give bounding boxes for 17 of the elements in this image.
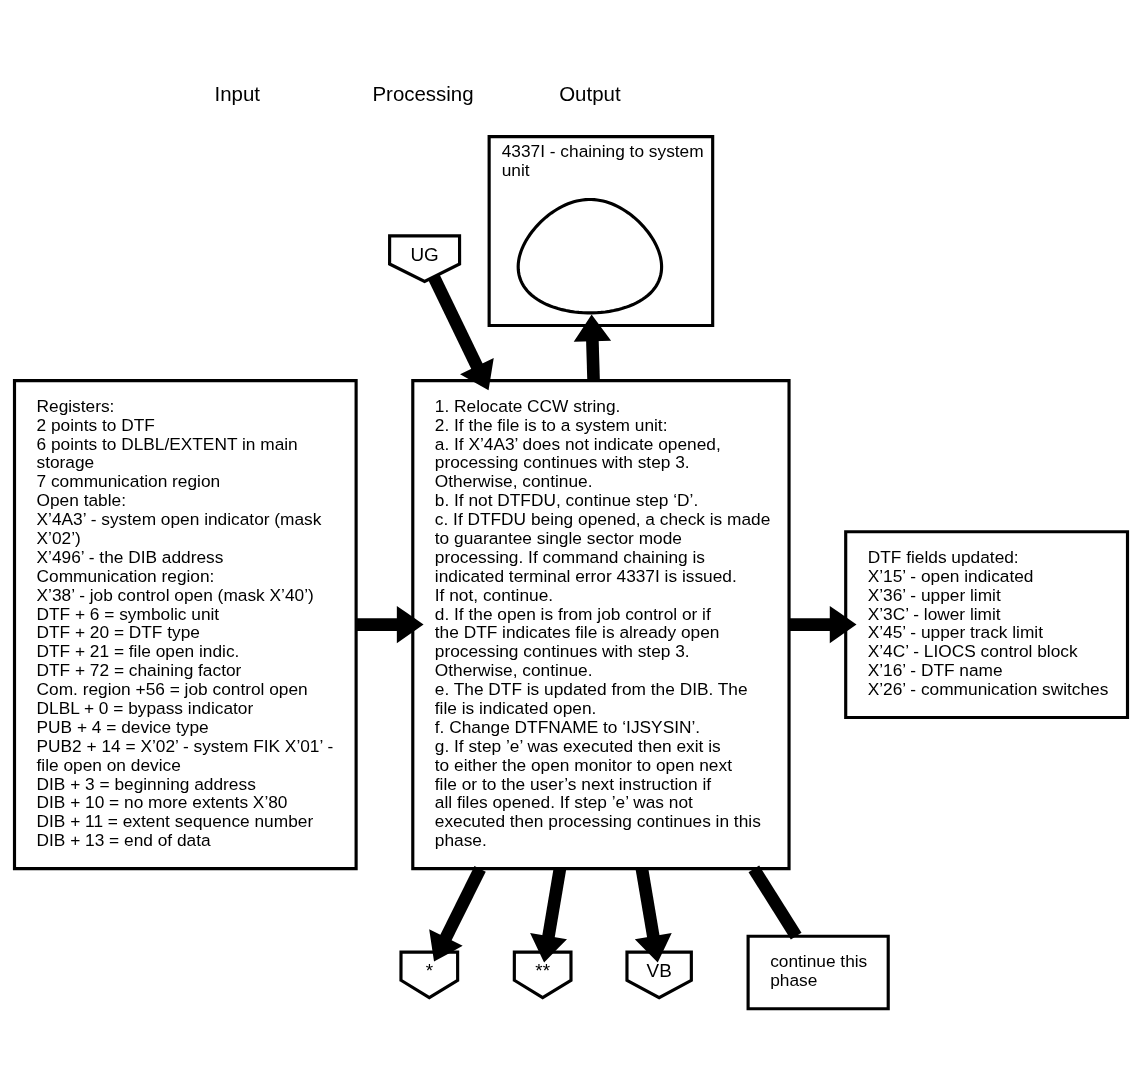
- node-box: DTF fields updated: X’15’ - open indicated X’36’ - upper limit X’3C’ - lower limit X’45’ - upper track limit X’4C’ - LIOCS control block X’16’ - DTF name X’26’ - communication switches: [844, 529, 1130, 719]
- label: Output: [559, 81, 621, 105]
- arrow: [634, 867, 672, 962]
- cluster: 4337I - chaining to system unit: [487, 134, 715, 327]
- arrow: [573, 314, 612, 381]
- arrow: [789, 605, 857, 643]
- node-box: Registers: 2 points to DTF 6 points to DLBL/EXTENT in main storage 7 communication region Open table: X’4A3’ - system open indicator (mask X’02’) X’496’ - the DIB address Communication region: X’38’ - job control open (mask X’40’) DTF + 6 = symbolic unit DTF + 20 = DTF type DTF + 21 = file open indic. DTF + 72 = chaining factor Com. region +56 = job control open DLBL + 0 = bypass indicator PUB + 4 = device type PUB2 + 14 = X’02’ - system FIK X’01’ - file open on device DIB + 3 = beginning address DIB + 10 = no more extents X’80 DIB + 11 = extent sequence number DIB + 13 = end of data: [12, 378, 358, 870]
- arrow: [356, 605, 424, 643]
- label: Input: [214, 81, 261, 105]
- connector: [748, 865, 802, 939]
- label: Processing: [372, 81, 474, 105]
- node-display: [516, 197, 664, 314]
- arrow: [428, 273, 494, 390]
- arrow: [429, 865, 486, 961]
- node-box: 1. Relocate CCW string. 2. If the file is to a system unit: a. If X’4A3’ does not indicate opened, processing continues with step 3. Otherwise, continue. b. If not DTFDU, continue step ‘D’. c. If DTFDU being opened, a check is made to guarantee single sector mode processing. If command chaining is indicated terminal error 4337I is issued. If not, continue. d. If the open is from job control or if the DTF indicates file is already open processing continues with step 3. Otherwise, continue. e. The DTF is updated from the DIB. The file is indicated open. f. Change DTFNAME to ‘IJSYSIN’. g. If step ’e’ was executed then exit is to either the open monitor to open next file or to the user’s next instruction if all files opened. If step ’e’ was not executed then processing continues in this phase.: [411, 378, 791, 870]
- node-box: continue this phase: [746, 934, 890, 1010]
- arrow: [530, 867, 567, 962]
